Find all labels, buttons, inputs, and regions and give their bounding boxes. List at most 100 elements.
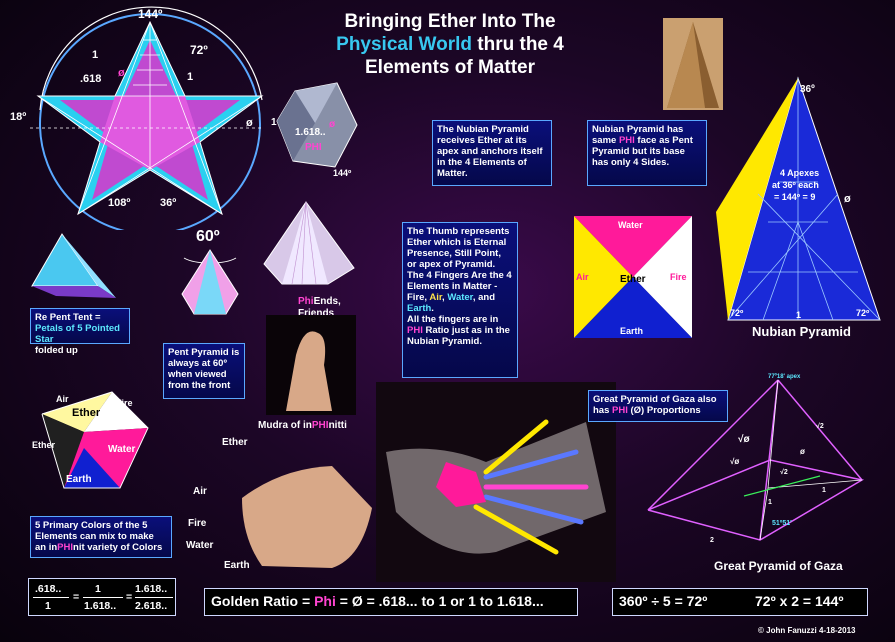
square-fire-label: Fire: [670, 272, 687, 282]
square-ether-label: Ether: [620, 274, 646, 285]
gaza-angle: 51º51': [772, 520, 792, 527]
golden-ratio-box: Golden Ratio = Phi = Ø = .618... to 1 or…: [204, 588, 578, 616]
thumb-box: The Thumb represents Ether which is Eter…: [402, 222, 518, 378]
phiends-front: [282, 202, 328, 284]
cube-diagram: 1.618.. PHI ø 1 144º: [271, 82, 358, 178]
frac-n3: 1.618..: [135, 583, 168, 595]
pent-tent-diagram: [31, 233, 116, 298]
label-phi-right: ø: [246, 117, 253, 129]
nubian-info-box: The Nubian Pyramid receives Ether at its…: [432, 120, 552, 186]
gaza-green-line: [743, 475, 821, 497]
nubian-phi-post: face as Pent Pyramid but its base has on…: [592, 135, 693, 168]
cube-one: 1: [271, 117, 277, 128]
label-144: 144º: [138, 7, 163, 21]
nubian-72-right: 72º: [856, 308, 870, 318]
nubian-phi-sym: ø: [844, 193, 851, 205]
pent-tent-post: folded up: [35, 345, 78, 356]
golden-post: = Ø = .618... to 1 or 1 to 1.618...: [335, 593, 544, 609]
eq-2: =: [126, 591, 133, 603]
nubian-one: 1: [796, 310, 801, 320]
phiends-pyramid: [263, 201, 355, 285]
phi-ends-phi: Phi: [298, 296, 314, 307]
arc-144: [39, 6, 263, 111]
angles-box: 360º ÷ 5 = 72º 72º x 2 = 144º: [612, 588, 868, 616]
cube-ratio: 1.618..: [295, 127, 326, 138]
thumb-p2a: The 4 Fingers Are the 4 Elements in Matt…: [407, 270, 512, 303]
cube-phi-sym: ø: [329, 119, 336, 130]
tetra-water-label: Water: [108, 444, 136, 455]
square-earth-label: Earth: [620, 326, 643, 336]
thumb-dot: .: [431, 303, 434, 314]
tetra-ether-side-label: Ether: [32, 440, 56, 450]
colors-phi: PHI: [57, 542, 74, 553]
label-18: 18º: [10, 111, 26, 123]
thumb-comma: ,: [442, 292, 448, 303]
title-line3: Elements of Matter: [365, 57, 535, 78]
tent-side: [62, 234, 116, 298]
pentagram-circle: [39, 13, 261, 230]
pent-tent-box: Re Pent Tent = Petals of 5 Pointed Star …: [30, 308, 130, 356]
pent-tent-pre: Re Pent Tent =: [35, 312, 101, 323]
gaza-pyramid-diagram: 77º18' apex √ø √ø ø √2 √2 1 1 2 51º51': [647, 374, 865, 544]
frac-n1: .618..: [35, 583, 62, 595]
hand-fire: Fire: [188, 518, 207, 529]
gaza-phi-a: ø: [800, 447, 805, 456]
label-one-b: 1: [187, 71, 193, 83]
thumb-p3a: All the fingers are in: [407, 314, 499, 325]
hand-air: Air: [193, 486, 207, 497]
pent-pyramid-text: Pent Pyramid is always at 60º when viewe…: [168, 347, 240, 391]
square-air: [574, 216, 633, 338]
label-618: .618: [80, 73, 101, 85]
square-earth: [574, 277, 692, 338]
gaza-sqrt-phi: √ø: [738, 434, 750, 445]
gaza-phi: PHI: [612, 405, 628, 416]
square-air-label: Air: [576, 272, 589, 282]
mudra-pre: Mudra of in: [258, 420, 312, 431]
tetrahedron-diagram: Air Fire Ether Ether Water Earth: [32, 391, 149, 489]
wrist-bones: [436, 462, 486, 507]
frac-d2: 1.618..: [84, 600, 117, 612]
golden-phi: Phi: [314, 593, 336, 609]
gaza-outline: [647, 379, 865, 541]
tetra-ether-label: Ether: [72, 407, 101, 419]
pent-tent-highlight: Petals of 5 Pointed Star: [35, 323, 120, 345]
tetra-air-label: Air: [56, 394, 69, 404]
gaza-one-b: 1: [822, 487, 826, 494]
pent-pyramid-60: [181, 249, 239, 315]
nubian-apexes-1: 4 Apexes: [780, 168, 819, 178]
thumb-earth: Earth: [407, 303, 432, 314]
tent-face: [31, 233, 99, 287]
label-108: 108º: [108, 197, 130, 209]
hand-earth: Earth: [224, 560, 250, 571]
tent-base: [32, 286, 116, 298]
hand-ether: Ether: [222, 437, 248, 448]
pyramid-photo: [663, 18, 723, 110]
tetra-ether-face: [42, 414, 84, 488]
colors-p2: nit variety of Colors: [73, 542, 163, 553]
open-hand: [242, 466, 372, 568]
title-physical-world: Physical World: [336, 34, 472, 55]
title-line2: Physical World thru the 4: [300, 33, 600, 56]
phi-ends-label: PhiEnds, Friends: [298, 296, 358, 320]
label-36: 36º: [160, 197, 176, 209]
mudra-photo: [266, 315, 356, 415]
gaza-two: 2: [710, 537, 714, 544]
gaza-caption: Great Pyramid of Gaza: [714, 559, 843, 573]
nubian-lattice: [727, 78, 881, 321]
photo-pyramid-lit: [667, 22, 705, 108]
poster-title: Bringing Ether Into The Physical World t…: [300, 10, 600, 79]
angles-b: 72º x 2 = 144º: [755, 593, 844, 609]
thumb-p1: The Thumb represents Ether which is Eter…: [407, 226, 510, 270]
phiends-lines: [291, 201, 317, 285]
pent-pyramid-box: Pent Pyramid is always at 60º when viewe…: [163, 343, 245, 399]
gaza-box: Great Pyramid of Gaza also has PHI (Ø) P…: [588, 390, 728, 422]
tetra-outline: [41, 391, 149, 489]
sixty-label: 60º: [196, 228, 220, 245]
nubian-info-text: The Nubian Pyramid receives Ether at its…: [437, 124, 543, 179]
gaza-root-phi: √ø: [730, 457, 739, 466]
gaza-apex: 77º18' apex: [768, 374, 801, 380]
thumb-p3b: Ratio just as in the Nubian Pyramid.: [407, 325, 510, 347]
mudra-label: Mudra of inPHInitti: [258, 420, 347, 431]
frac-bar-2: [83, 597, 123, 598]
